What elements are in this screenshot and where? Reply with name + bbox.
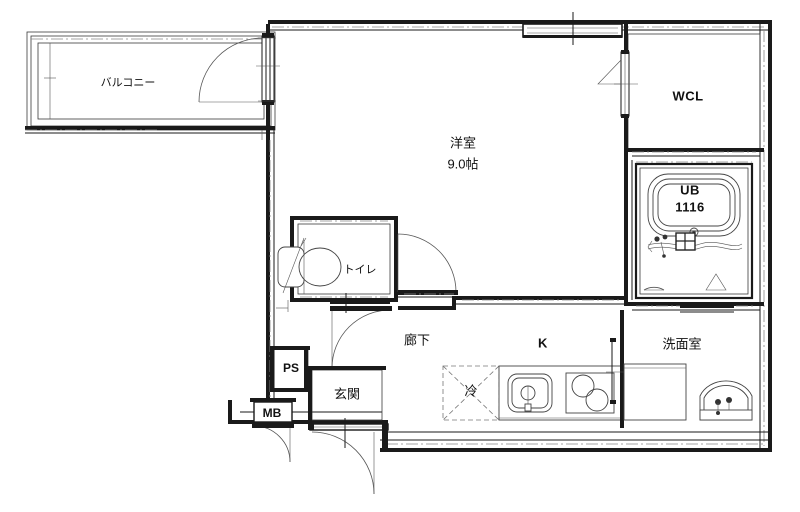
room-label-washroom: 洗面室: [662, 336, 701, 351]
room-label-toilet: トイレ: [344, 264, 377, 276]
toilet-door[interactable]: [397, 233, 458, 298]
bedroom-window: [522, 12, 623, 45]
fixture-label-pipe-shaft: PS: [283, 361, 299, 375]
room-label-entrance: 玄関: [334, 386, 360, 401]
exterior-walls: [228, 20, 772, 452]
room-area-main-room: 9.0帖: [447, 156, 478, 171]
fixture-label-meter-box: MB: [263, 406, 282, 420]
toilet-area: [277, 216, 458, 313]
room-label-unit-bath: UB: [680, 182, 700, 197]
wcl-door[interactable]: [597, 50, 638, 118]
room-label-balcony: バルコニー: [101, 76, 156, 89]
room-label-main-room: 洋室: [450, 135, 476, 150]
shower-fixtures: [647, 232, 743, 258]
hallway-door[interactable]: [330, 306, 392, 369]
walk-in-closet-area: [597, 24, 764, 157]
dimension-ticks: [261, 130, 289, 312]
fixture-label-refrigerator: 冷: [464, 383, 477, 398]
unit-bath-area: [624, 152, 764, 311]
toilet-bowl: [277, 237, 342, 294]
stove-burners: [565, 372, 615, 414]
kitchen-area: [382, 310, 768, 448]
bathtub: [647, 173, 741, 237]
room-label-hallway: 廊下: [404, 332, 430, 347]
balcony-door[interactable]: [198, 33, 280, 105]
room-divider-walls: [398, 296, 628, 310]
room-label-kitchen: K: [538, 335, 548, 350]
washroom-area: [623, 304, 753, 421]
mb-door[interactable]: [252, 424, 294, 463]
meter-box-area: [250, 398, 296, 463]
vanity-sink: [699, 380, 753, 421]
room-label-walk-in-closet: WCL: [672, 88, 703, 103]
washing-machine-pan: [623, 363, 687, 421]
kitchen-sink: [507, 373, 553, 413]
unit-bath-size: 1116: [675, 199, 705, 214]
